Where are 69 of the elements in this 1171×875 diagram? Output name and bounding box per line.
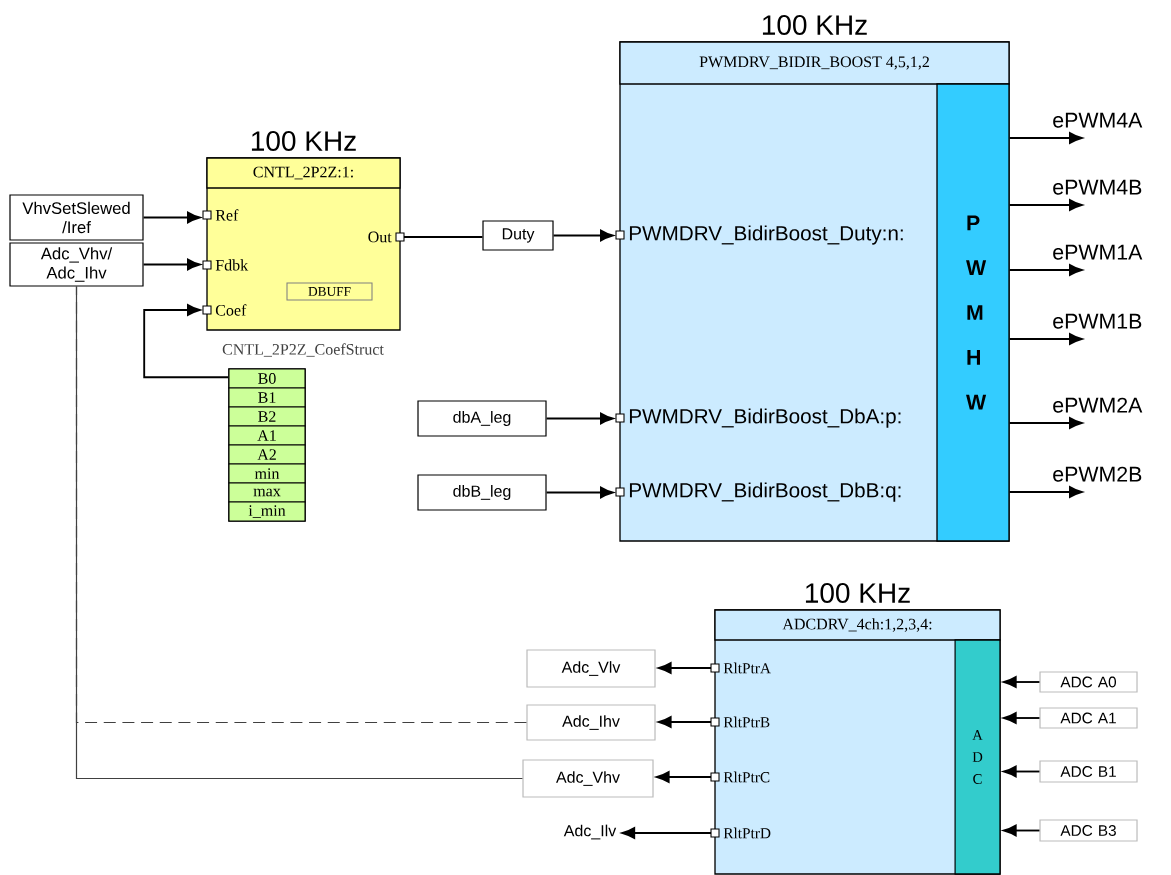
- table-cell: B0: [228, 368, 306, 389]
- port-label: RltPtrC: [723, 771, 770, 783]
- input-box: ADC A1: [1039, 707, 1138, 729]
- arrow: [545, 412, 614, 425]
- input-box: ADC B1: [1039, 760, 1138, 783]
- port-label: RltPtrD: [723, 827, 771, 839]
- arrow: [658, 716, 712, 728]
- table-cell: max: [228, 482, 306, 503]
- signal-box: dbB_leg: [417, 474, 547, 511]
- arrow: [1008, 417, 1083, 429]
- table-cell: min: [228, 463, 306, 484]
- frequency-label: 100 KHz: [805, 583, 910, 603]
- table-cell: B1: [228, 387, 306, 408]
- connector-line: [403, 236, 484, 238]
- arrow: [1003, 824, 1041, 837]
- arrow: [1008, 486, 1083, 498]
- arrow: [552, 229, 614, 242]
- port-label: PWMDRV_BidirBoost_Duty:n:: [629, 225, 903, 245]
- arrow: [1003, 712, 1041, 724]
- frequency-label: 100 KHz: [762, 15, 867, 35]
- arrow: [142, 211, 201, 224]
- signal-box: dbA_leg: [417, 400, 547, 437]
- block-header: ADCDRV_4ch:1,2,3,4:: [714, 609, 1001, 641]
- port-label: Out: [368, 231, 392, 243]
- output-label: ePWM2B: [1053, 466, 1142, 482]
- port-label: Fdbk: [215, 259, 249, 271]
- port-label: PWMDRV_BidirBoost_DbB:q:: [629, 482, 901, 502]
- input-box: VhvSetSlewed /Iref: [9, 194, 144, 241]
- arrow: [1008, 264, 1083, 276]
- block-header: CNTL_2P2Z:1:: [206, 157, 401, 189]
- port-label: Coef: [215, 304, 247, 316]
- signal-box: Adc_Vlv: [526, 649, 656, 688]
- port-label: RltPtrA: [723, 662, 771, 674]
- input-box: ADC B3: [1039, 819, 1138, 842]
- arrow: [656, 771, 712, 783]
- block-header: PWMDRV_BIDIR_BOOST 4,5,1,2: [619, 41, 1010, 85]
- signal-box: Adc_Vhv: [522, 759, 654, 798]
- output-label: ePWM4B: [1053, 179, 1142, 195]
- signal-box: Duty: [482, 220, 554, 251]
- arrow: [143, 304, 230, 379]
- signal-box: Adc_Ihv: [526, 704, 656, 741]
- port-label: Ref: [215, 209, 239, 221]
- signal-label: Adc_Ilv: [563, 824, 617, 840]
- output-label: ePWM2A: [1053, 397, 1143, 413]
- input-box: ADC A0: [1039, 671, 1138, 693]
- table-cell: A2: [228, 444, 306, 465]
- arrow: [1008, 333, 1083, 345]
- table-caption: CNTL_2P2Z_CoefStruct: [222, 343, 384, 357]
- arrow: [1003, 765, 1041, 778]
- arrow: [545, 486, 614, 499]
- arrow: [621, 827, 712, 839]
- port-label: PWMDRV_BidirBoost_DbA:p:: [629, 408, 901, 428]
- output-label: ePWM1B: [1053, 313, 1142, 329]
- arrow: [1003, 676, 1041, 688]
- pwm-hw-band: P W M H W: [936, 83, 1010, 542]
- arrow: [1008, 199, 1083, 211]
- arrow: [142, 258, 201, 271]
- table-cell: A1: [228, 425, 306, 446]
- frequency-label: 100 KHz: [251, 131, 356, 151]
- output-label: ePWM1A: [1053, 244, 1143, 260]
- table-cell: B2: [228, 406, 306, 427]
- port-label: RltPtrB: [723, 716, 770, 728]
- output-label: ePWM4A: [1053, 112, 1143, 128]
- input-box: Adc_Vhv/ Adc_Ihv: [9, 242, 144, 287]
- adc-band: A D C: [954, 639, 1001, 875]
- buffer-box: DBUFF: [286, 282, 373, 301]
- arrow: [658, 662, 712, 674]
- arrow: [1008, 132, 1083, 144]
- table-cell: i_min: [228, 501, 306, 522]
